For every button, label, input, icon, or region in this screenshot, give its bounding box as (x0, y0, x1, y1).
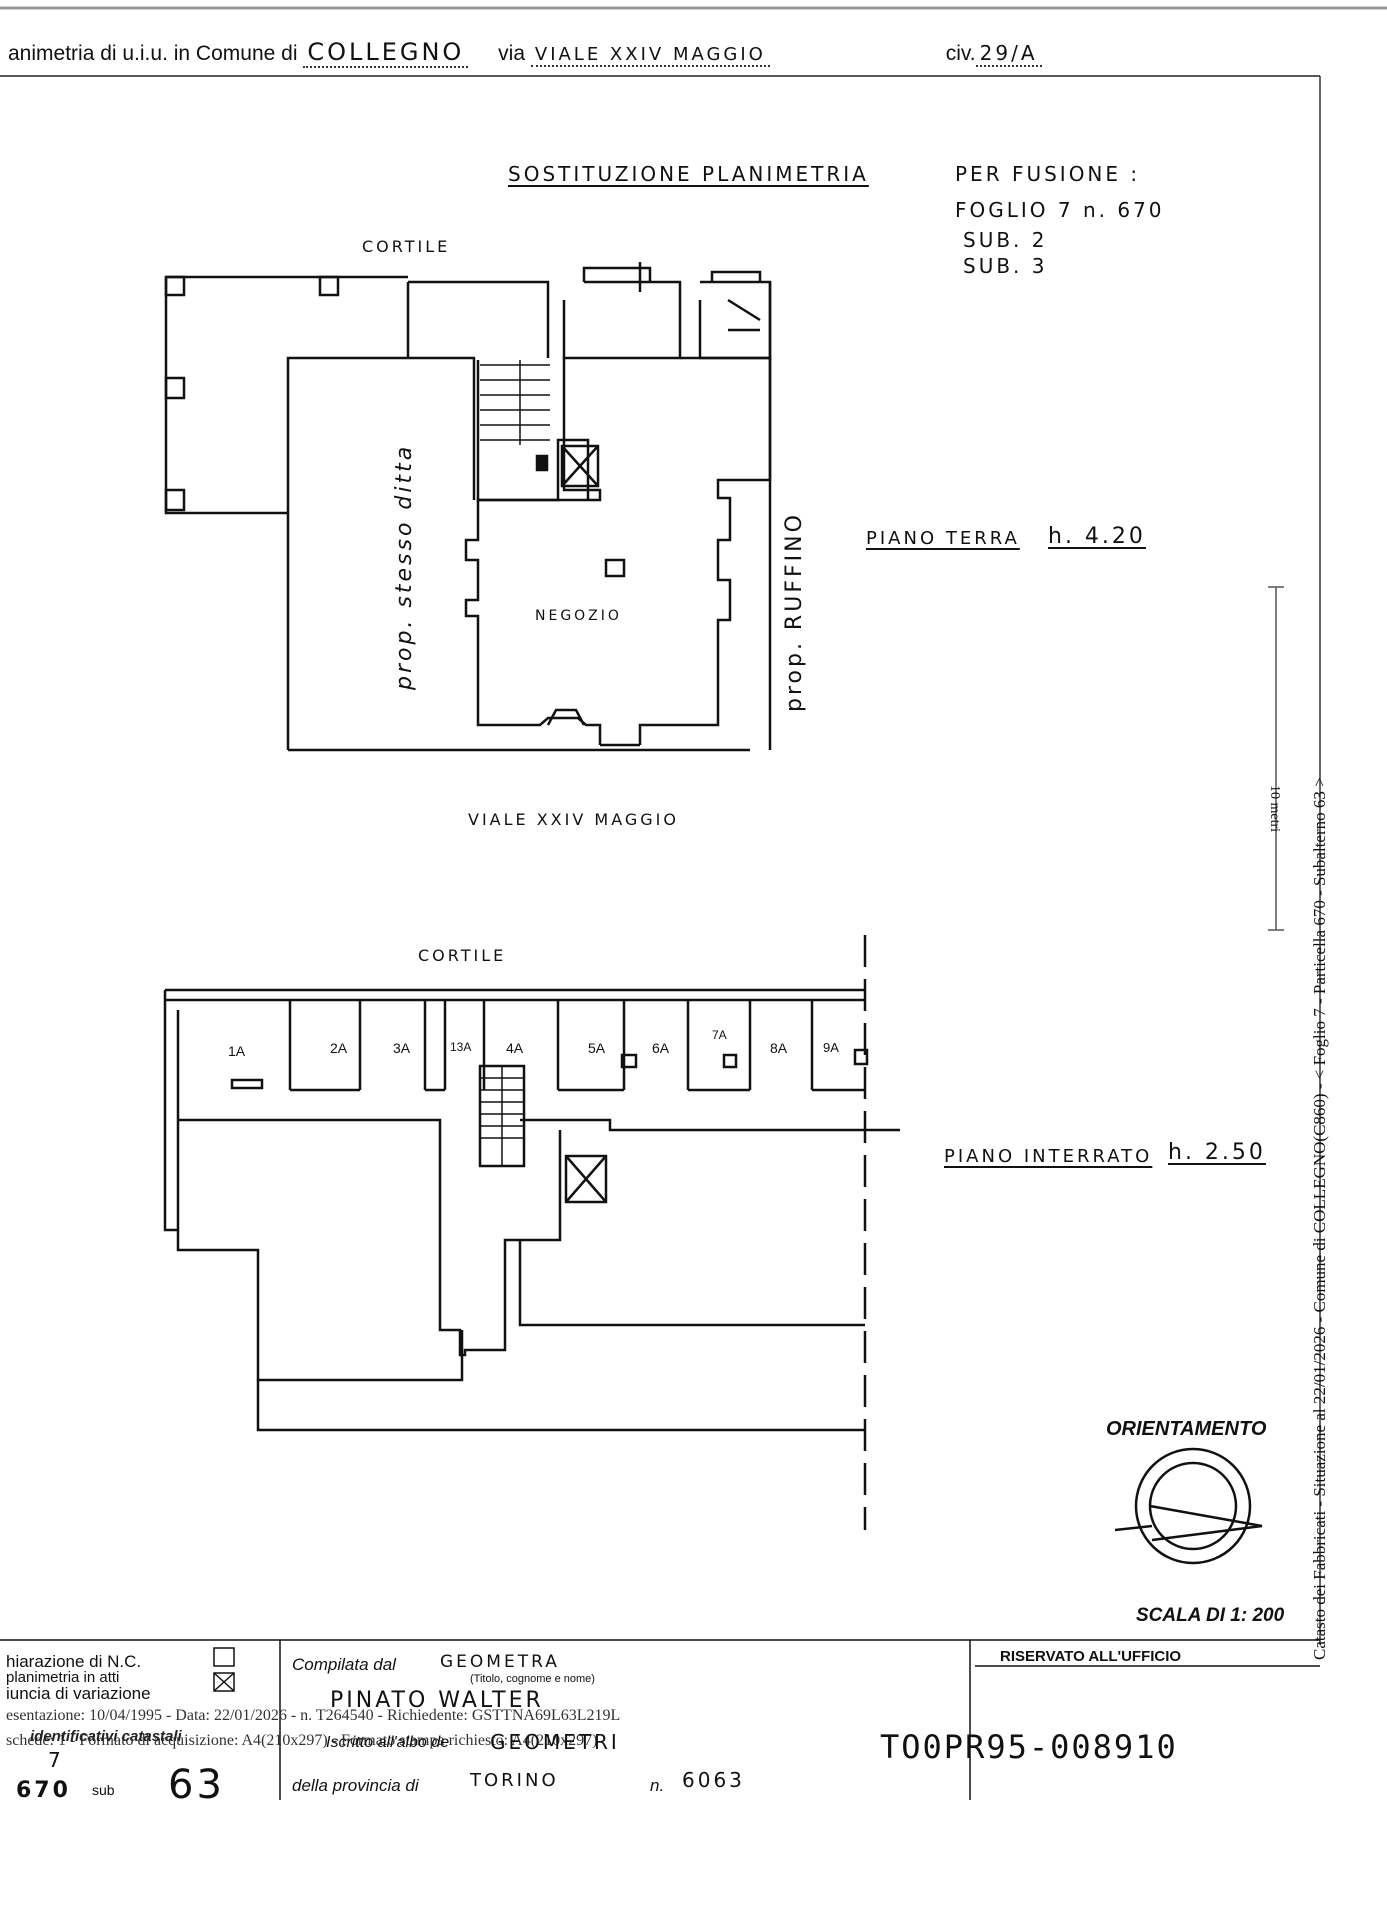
foglio-label: FOGLIO 7 n. 670 (955, 198, 1165, 222)
fusion-label: PER FUSIONE : (955, 162, 1141, 186)
cellar-3a: 3A (393, 1040, 411, 1056)
sub2-label: SUB. 2 (963, 228, 1048, 252)
province-value: TORINO (470, 1770, 559, 1791)
cellar-4a: 4A (506, 1040, 524, 1056)
cellar-9a: 9A (823, 1040, 839, 1055)
albo-label: Iscritto all'albo de (326, 1734, 450, 1751)
left-neighbour-label: prop. stesso ditta (392, 443, 417, 690)
province-label: della provincia di (292, 1776, 419, 1795)
albo-value: GEOMETRI (490, 1730, 620, 1754)
declaration-nc: hiarazione di N.C. (6, 1652, 142, 1671)
declaration-variazione: iuncia di variazione (6, 1684, 151, 1703)
compiled-by-value: GEOMETRA (440, 1652, 560, 1672)
sub-value: 63 (168, 1762, 225, 1808)
foglio-value: 7 (48, 1748, 64, 1772)
right-neighbour-label: prop. RUFFINO (782, 512, 807, 712)
header-prefix: animetria di u.i.u. in Comune di (8, 42, 298, 65)
header-civ: 29/A (975, 41, 1042, 67)
title-main: SOSTITUZIONE PLANIMETRIA (508, 162, 869, 186)
registration-n-value: 6063 (682, 1768, 745, 1792)
sheet-format-line: schede: 1 - Formato di acquisizione: A4(… (6, 1732, 598, 1749)
particella-value: 670 (16, 1778, 71, 1803)
registration-n-label: n. (650, 1776, 665, 1795)
presentation-line: esentazione: 10/04/1995 - Data: 22/01/20… (6, 1707, 621, 1724)
compiled-by-label: Compilata dal (292, 1655, 396, 1674)
scale-label: SCALA DI 1: 200 (1136, 1605, 1285, 1626)
scale-bar-label: 10 metri (1267, 785, 1282, 833)
header-via: VIALE XXIV MAGGIO (530, 44, 770, 67)
header-comune: COLLEGNO (303, 38, 469, 68)
cadastre-side-note: Catasto dei Fabbricati - Situazione al 2… (1310, 777, 1329, 1660)
header-via-label: via (498, 42, 526, 65)
surveyor-name: PINATO WALTER (330, 1688, 544, 1713)
basement-cortile-label: CORTILE (418, 946, 507, 965)
ground-floor-label: PIANO TERRA (866, 528, 1020, 549)
orientation-title: ORIENTAMENTO (1106, 1418, 1267, 1440)
cellar-6a: 6A (652, 1040, 670, 1056)
sub-label: sub (92, 1782, 115, 1798)
identificativi-label: identificativi catastali (30, 1728, 182, 1745)
document-header: animetria di u.i.u. in Comune di COLLEGN… (8, 38, 1042, 68)
cellar-2a: 2A (330, 1040, 348, 1056)
protocol-stamp: TO0PR95-008910 (880, 1728, 1178, 1766)
sub3-label: SUB. 3 (963, 254, 1048, 278)
basement-floor-label: PIANO INTERRATO (944, 1146, 1153, 1167)
ground-floor-height: h. 4.20 (1048, 524, 1146, 549)
cellar-8a: 8A (770, 1040, 788, 1056)
cellar-7a: 7A (712, 1028, 727, 1042)
cellar-1a: 1A (228, 1043, 246, 1059)
header-civ-label: civ. (945, 42, 976, 65)
reserved-label: RISERVATO ALL'UFFICIO (1000, 1648, 1182, 1665)
declaration-planimetria: planimetria in atti (6, 1669, 120, 1686)
shop-room-label: NEGOZIO (535, 608, 622, 624)
cellar-13a: 13A (450, 1040, 472, 1054)
cellar-5a: 5A (588, 1040, 606, 1056)
basement-floor-height: h. 2.50 (1168, 1140, 1266, 1165)
street-label: VIALE XXIV MAGGIO (468, 810, 679, 829)
title-hint: (Titolo, cognome e nome) (470, 1673, 595, 1685)
ground-cortile-label: CORTILE (362, 237, 451, 256)
compass-icon (1114, 1447, 1263, 1565)
